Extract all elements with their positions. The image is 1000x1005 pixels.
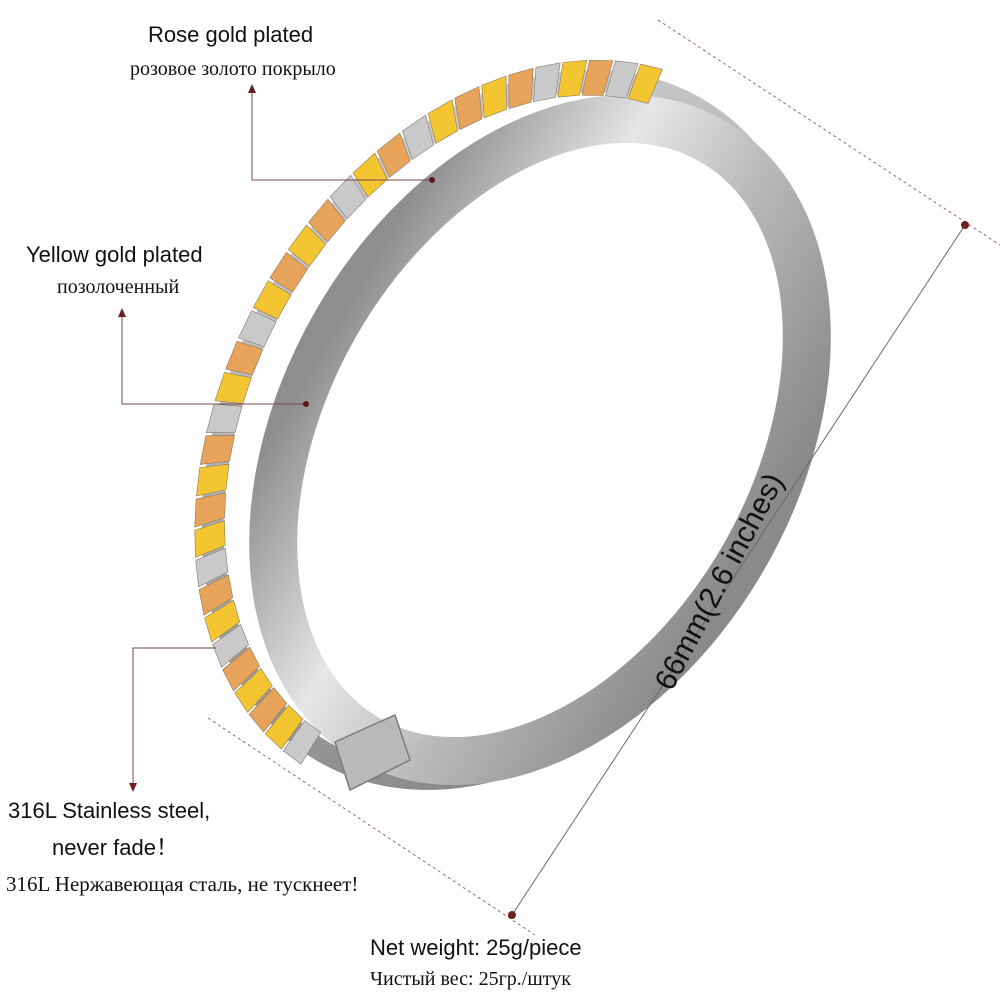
rose-gold-label-ru: розовое золото покрыло (130, 58, 336, 80)
bangle-segment (427, 99, 458, 144)
bangle-segment-band (194, 59, 663, 765)
yellow-gold-label: Yellow gold plated (26, 242, 203, 267)
dimension-dot-top (961, 221, 969, 229)
bangle-segment (376, 132, 411, 178)
stainless-steel-label: 316L Stainless steel, (8, 798, 211, 823)
bangle-segment (212, 623, 250, 668)
bangle-segment (194, 520, 226, 558)
bangle-hinge (334, 713, 411, 792)
callout-arrow-yellow (118, 308, 126, 317)
bangle-segment (352, 152, 388, 198)
bangle-segment (238, 310, 277, 348)
bangle-segment (308, 198, 346, 243)
bangle-segment (508, 67, 534, 109)
callout-dot-yellow (303, 401, 309, 407)
bangle-segment (557, 60, 588, 98)
bangle-segment (329, 174, 367, 220)
bangle-segment (195, 547, 229, 588)
bangle-segment (533, 62, 561, 103)
bangle-segment (225, 340, 264, 376)
rose-gold-label: Rose gold plated (148, 22, 314, 47)
bangle-segment (287, 224, 327, 267)
bangle-segment (204, 599, 241, 643)
dimension-line (511, 224, 966, 916)
stainless-steel-label-ru: 316L Нержавеющая сталь, не тускнеет! (6, 872, 359, 896)
bangle-segment (206, 403, 243, 433)
dimension-extension-top (657, 19, 1000, 246)
bangle-segment (269, 251, 308, 293)
bangle-segment (401, 114, 434, 160)
callout-line-yellow (121, 314, 306, 405)
bangle-segment (222, 646, 260, 692)
net-weight-label: Net weight: 25g/piece (370, 935, 582, 960)
dimension-dot-bottom (508, 911, 516, 919)
bangle-segment (581, 59, 614, 96)
bangle-segment (627, 63, 663, 104)
bangle-segment (248, 687, 288, 733)
bangle-inner-glare (390, 155, 705, 752)
bangle-segment (194, 492, 227, 528)
bangle-segment (198, 574, 234, 616)
bangle-segment (605, 60, 639, 99)
bangle-segment (264, 704, 304, 750)
bangle-segment (196, 463, 230, 497)
yellow-gold-label-ru: позолоченный (57, 276, 180, 298)
bangle-segment (481, 75, 507, 119)
callout-arrow-rose (248, 84, 256, 93)
net-weight-label-ru: Чистый вес: 25гр./штук (370, 968, 571, 990)
callout-dot-rose (429, 177, 435, 183)
callout-arrow-steel (129, 783, 137, 792)
bangle-segment (199, 434, 235, 465)
bangle-segment (282, 720, 322, 765)
callout-line-steel (132, 647, 216, 786)
bangle-segment (252, 280, 292, 320)
never-fade-label: never fade！ (52, 835, 178, 860)
bangle-segment (214, 371, 252, 404)
bangle-segment (454, 86, 483, 130)
bangle-segment (234, 667, 273, 713)
callout-line-rose (251, 90, 432, 181)
